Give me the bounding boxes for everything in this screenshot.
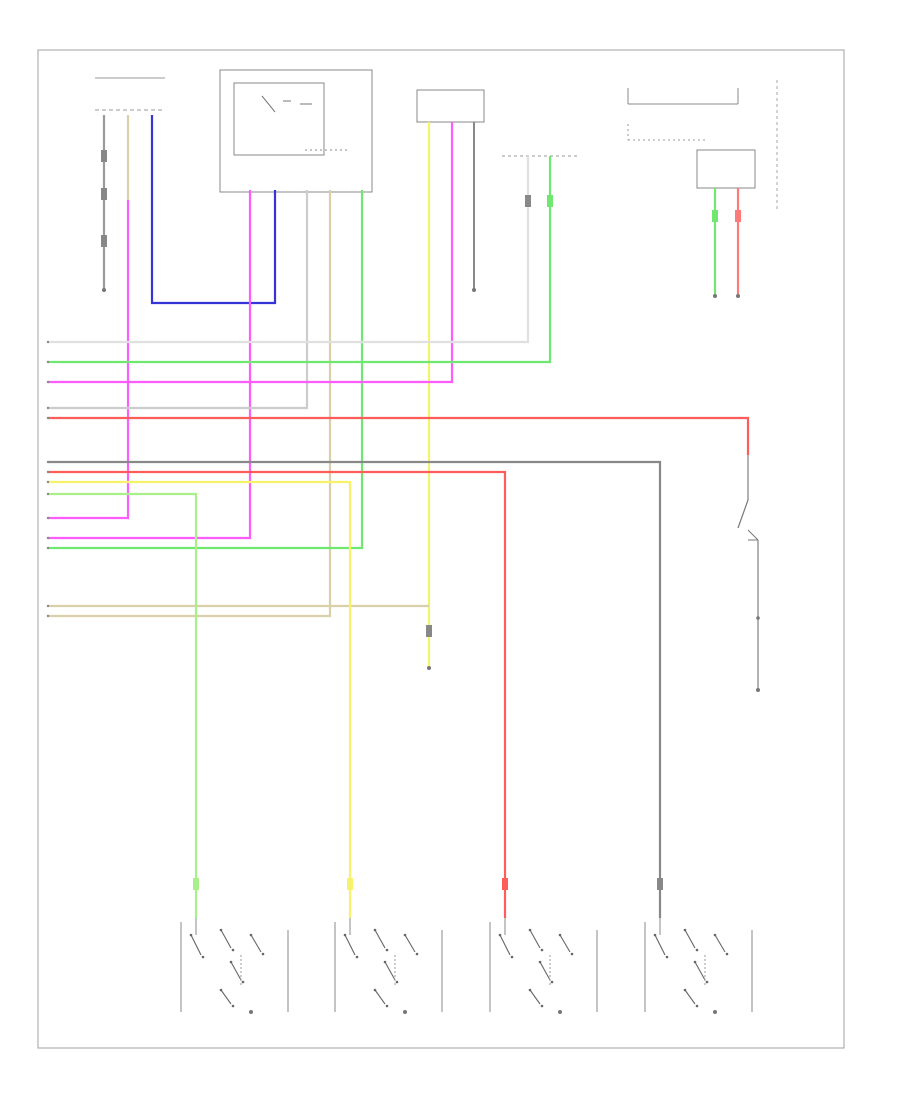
switch-assembly-4: [644, 878, 753, 1014]
wire-blue: [150, 115, 277, 305]
switch-assemblies: [180, 878, 753, 1014]
left-connector-group: [95, 77, 165, 111]
wire-magenta-left: [48, 200, 130, 520]
wire-magenta-center: [48, 190, 252, 540]
relay-block: [737, 455, 760, 692]
switch-assembly-2: [334, 878, 443, 1014]
left-pin-markers: [46, 340, 50, 618]
wire-yellow-bus: [48, 480, 352, 918]
right-assembly: [627, 80, 778, 298]
wire-left-gray: [101, 115, 107, 292]
wire-tan-center: [48, 190, 332, 618]
wire-green-bus: [48, 492, 198, 918]
wire-lightgray-center: [48, 190, 309, 410]
module-b: [416, 89, 485, 123]
diagram-border: [37, 49, 845, 1049]
wire-green-dir: [48, 156, 552, 364]
switch-assembly-1: [180, 878, 289, 1014]
wire-red-bus: [48, 470, 507, 918]
wire-red-top-bus: [48, 416, 750, 455]
wire-white-dir: [48, 156, 530, 344]
wire-green-center: [48, 190, 364, 550]
wire-gray-bus: [48, 460, 662, 918]
switch-assembly-3: [489, 878, 598, 1014]
wire-magenta-b: [48, 122, 454, 384]
center-module: [219, 69, 373, 193]
